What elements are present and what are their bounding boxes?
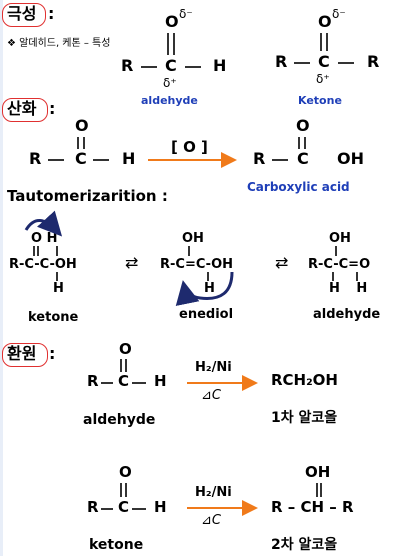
taut-eq-arrow-1: ⇄	[125, 253, 139, 272]
ox-product-r: R	[253, 149, 266, 168]
ket-carbon: C	[318, 52, 330, 71]
taut-enediol-label: enediol	[179, 307, 234, 322]
reduction-header: 환원	[7, 344, 37, 363]
reduction-colon: :	[49, 344, 56, 363]
ox-product-carbon: C	[297, 149, 309, 168]
ox-product-oh: OH	[337, 149, 364, 168]
header-circle-reduction	[2, 343, 48, 367]
red2-product-oh: OH	[305, 463, 331, 481]
red1-oxygen: O	[119, 340, 132, 358]
red2-reactant-label: ketone	[89, 537, 144, 553]
left-edge-bar	[0, 0, 3, 556]
tautomer-header: Tautomerizarition :	[7, 187, 168, 205]
ox-reactant-carbon: C	[75, 149, 87, 168]
ald-delta-plus: δ⁺	[163, 76, 177, 90]
ald-h: H	[213, 56, 227, 75]
red2-r: R	[87, 498, 99, 516]
ket-r-left: R	[275, 52, 288, 71]
red1-heat: ⊿C	[201, 388, 221, 403]
polarity-colon: :	[48, 4, 55, 23]
taut-eq-arrow-2: ⇄	[275, 253, 289, 272]
oxidation-header: 산화	[7, 99, 37, 118]
red1-r: R	[87, 372, 99, 390]
red2-heat: ⊿C	[201, 513, 221, 528]
red2-reagent: H₂/Ni	[195, 485, 232, 500]
red1-carbon: C	[118, 372, 130, 390]
taut-aldehyde-top: OH	[329, 231, 351, 246]
red1-product: RCH₂OH	[271, 371, 338, 389]
red1-reagent: H₂/Ni	[195, 360, 232, 375]
ox-product-label: Carboxylic acid	[247, 180, 350, 194]
red2-oxygen: O	[119, 463, 132, 481]
ket-r-right: R	[367, 52, 380, 71]
ox-reactant-r: R	[29, 149, 42, 168]
ket-delta-minus: δ⁻	[332, 7, 346, 21]
taut-ketone-chain: R-C-C-OH	[9, 257, 77, 272]
ald-carbon: C	[165, 56, 177, 75]
taut-enediol-bottom: H	[204, 281, 215, 296]
ox-reactant-oxygen: O	[75, 116, 89, 135]
red1-h: H	[154, 372, 167, 390]
header-circle-oxidation	[2, 98, 48, 122]
red2-product: R – CH – R	[271, 498, 354, 516]
taut-ketone-bottom: H	[53, 281, 64, 296]
ket-oxygen: O	[318, 12, 332, 31]
ald-oxygen: O	[165, 12, 179, 31]
ox-product-oxygen: O	[296, 116, 310, 135]
taut-aldehyde-chain: R-C-C=O	[308, 257, 371, 272]
ox-reactant-h: H	[122, 149, 136, 168]
red1-reactant-label: aldehyde	[83, 412, 156, 428]
taut-ketone-label: ketone	[28, 310, 79, 325]
enediol-curved-arrow	[175, 271, 234, 307]
ox-reagent: [ O ]	[171, 138, 208, 156]
red1-product-label: 1차 알코올	[271, 410, 338, 426]
ket-delta-plus: δ⁺	[316, 72, 330, 86]
ketone-curved-arrow	[24, 210, 63, 237]
ald-r: R	[121, 56, 134, 75]
red2-carbon: C	[118, 498, 130, 516]
ald-label: aldehyde	[141, 94, 198, 107]
oxidation-colon: :	[49, 99, 56, 118]
ket-label: Ketone	[298, 94, 342, 107]
red2-product-label: 2차 알코올	[271, 537, 338, 553]
header-circle-polarity	[2, 3, 46, 27]
polarity-note: ❖ 알데히드, 케톤 – 특성	[7, 38, 111, 49]
taut-enediol-top: OH	[182, 231, 204, 246]
red2-h: H	[154, 498, 167, 516]
taut-aldehyde-label: aldehyde	[313, 307, 381, 322]
taut-enediol-chain: R-C=C-OH	[160, 257, 234, 272]
polarity-header: 극성	[7, 4, 37, 23]
ald-delta-minus: δ⁻	[179, 7, 193, 21]
taut-aldehyde-bottom: H H	[329, 281, 374, 296]
